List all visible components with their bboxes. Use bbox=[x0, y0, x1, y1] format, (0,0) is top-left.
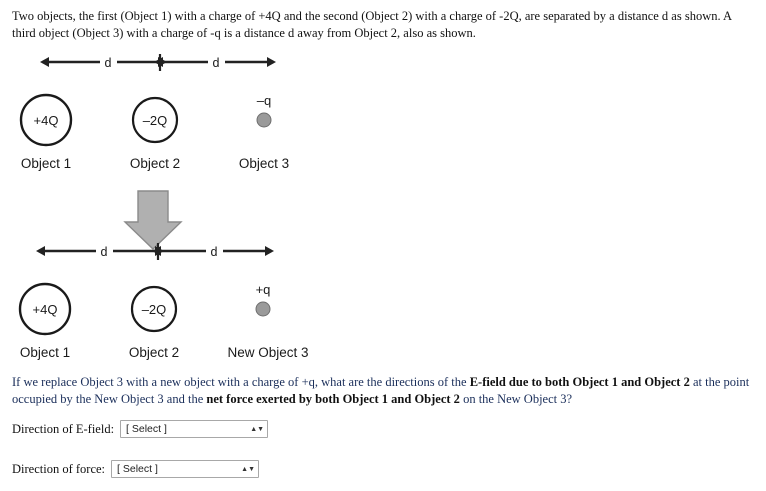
object-3-top: –q Object 3 bbox=[239, 93, 289, 171]
object-1-bottom-charge: +4Q bbox=[33, 302, 58, 317]
object-3-bottom: +q New Object 3 bbox=[227, 282, 308, 360]
force-select-label: Direction of force: bbox=[12, 461, 106, 476]
top-dim-left-label: d bbox=[105, 56, 112, 70]
object-1-bottom-label: Object 1 bbox=[20, 345, 70, 360]
object-1-top: +4Q Object 1 bbox=[19, 93, 73, 171]
object-3-top-label: Object 3 bbox=[239, 156, 289, 171]
object-3-top-charge: –q bbox=[257, 93, 271, 108]
question-paragraph: If we replace Object 3 with a new object… bbox=[12, 374, 754, 408]
object-2-top-charge: –2Q bbox=[143, 113, 168, 128]
question-part-3: on the New Object 3? bbox=[459, 392, 573, 406]
object-2-bottom-label: Object 2 bbox=[129, 345, 179, 360]
bottom-dimension-right: d bbox=[152, 245, 274, 259]
question-part-2: at the point occupied by the New Object … bbox=[12, 375, 750, 406]
efield-select-value: [ Select ] bbox=[126, 423, 167, 435]
force-select-row: Direction of force: [ Select ] ▲▼ bbox=[12, 460, 260, 478]
intro-paragraph: Two objects, the first (Object 1) with a… bbox=[12, 9, 732, 40]
object-1-top-label: Object 1 bbox=[21, 156, 71, 171]
object-3-bottom-charge: +q bbox=[256, 282, 271, 297]
top-dimension-left: d bbox=[40, 56, 167, 70]
question-bold-efield: E-field due to both Object 1 and Object … bbox=[469, 375, 690, 389]
question-bold-force: net force exerted by both Object 1 and O… bbox=[206, 392, 460, 406]
bottom-dim-left-label: d bbox=[101, 245, 108, 259]
object-2-top: –2Q Object 2 bbox=[130, 96, 180, 171]
efield-select[interactable]: [ Select ] ▲▼ bbox=[120, 420, 269, 438]
top-dim-right-label: d bbox=[213, 56, 220, 70]
chevron-updown-icon: ▲▼ bbox=[241, 465, 256, 473]
bottom-dim-right-label: d bbox=[211, 245, 218, 259]
question-part-1: If we replace Object 3 with a new object… bbox=[12, 375, 470, 389]
object-1-bottom: +4Q Object 1 bbox=[18, 282, 72, 360]
efield-select-row: Direction of E-field: [ Select ] ▲▼ bbox=[12, 420, 269, 438]
top-dimension-right: d bbox=[154, 56, 276, 70]
object-2-bottom: –2Q Object 2 bbox=[129, 285, 179, 360]
down-block-arrow-icon bbox=[123, 190, 183, 250]
object-2-bottom-charge: –2Q bbox=[142, 302, 167, 317]
force-select-value: [ Select ] bbox=[117, 463, 158, 475]
bottom-dimension-left: d bbox=[36, 245, 164, 259]
efield-select-label: Direction of E-field: bbox=[12, 421, 115, 436]
physics-diagram: d d +4Q Object 1 –2Q Object 2 –q Object … bbox=[0, 46, 766, 376]
force-select[interactable]: [ Select ] ▲▼ bbox=[111, 460, 260, 478]
object-2-top-label: Object 2 bbox=[130, 156, 180, 171]
object-3-bottom-label: New Object 3 bbox=[227, 345, 308, 360]
chevron-updown-icon: ▲▼ bbox=[250, 425, 265, 433]
object-1-top-charge: +4Q bbox=[34, 113, 59, 128]
